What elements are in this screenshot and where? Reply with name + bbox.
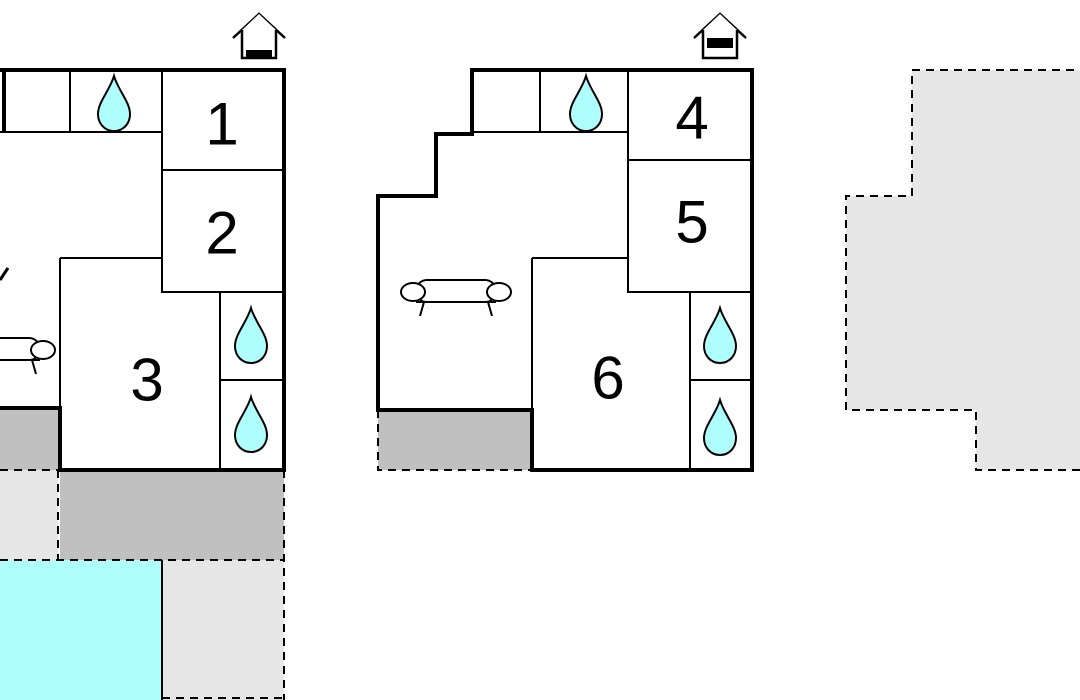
water-drop-icon: [703, 399, 737, 456]
room-label: 1: [205, 91, 238, 158]
terrace-middle: [378, 410, 530, 470]
water-drop-icon: [703, 307, 737, 364]
room-label: 3: [130, 347, 163, 414]
terrace-left-small: [0, 408, 58, 470]
water-drop-icon: [234, 396, 268, 453]
sofa-icon: [0, 337, 56, 375]
room-label: 6: [591, 345, 624, 412]
room-label: 4: [675, 85, 708, 152]
sofa-icon: [400, 279, 512, 317]
building-left: 1 2 3: [0, 12, 287, 700]
house-entrance-icon: [692, 12, 748, 60]
water-drop-icon: [97, 75, 131, 132]
door-swing-line: [0, 267, 10, 281]
water-drop-icon: [569, 75, 603, 132]
room-label: 2: [205, 200, 238, 267]
room-label: 5: [675, 189, 708, 256]
pool: [0, 560, 162, 700]
garden-left-small: [0, 470, 58, 560]
building-middle: 4 5 6: [376, 12, 754, 472]
building-right-outline: [845, 69, 1080, 471]
water-drop-icon: [234, 307, 268, 364]
garden-left: [162, 560, 284, 700]
terrace-left: [60, 470, 284, 560]
house-entrance-icon: [231, 12, 287, 60]
